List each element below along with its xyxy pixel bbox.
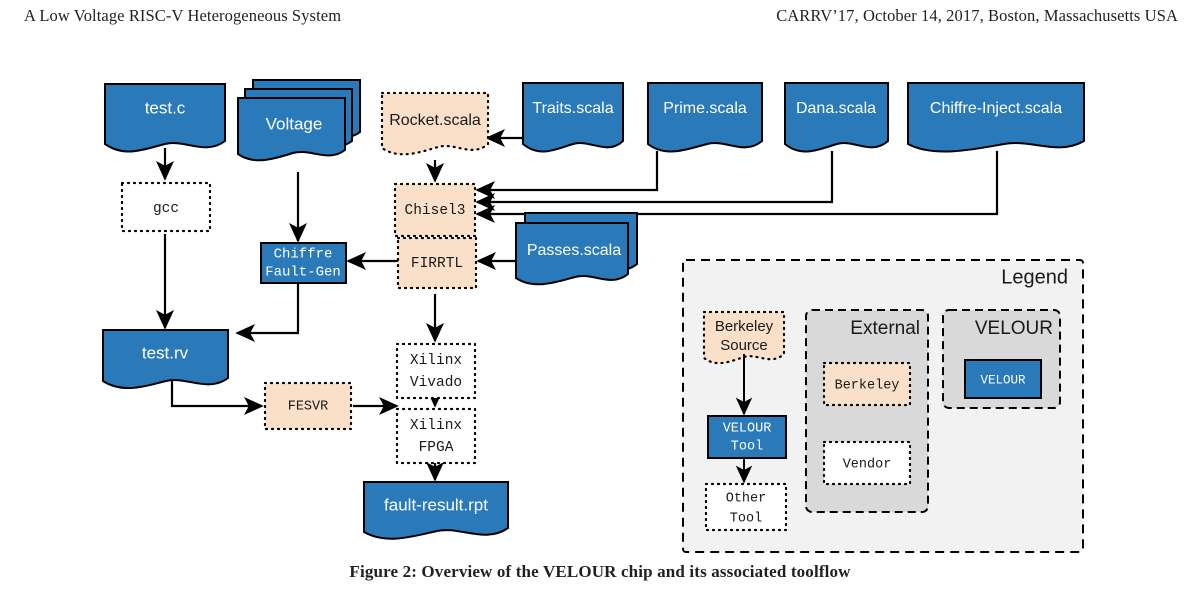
- legend-velour-chip-label: VELOUR: [980, 373, 1026, 387]
- fault-result-doc-shape: [363, 481, 509, 540]
- legend-other-tool-box: [704, 482, 788, 532]
- legend-velour-tool-box: [707, 415, 787, 459]
- edge-prime-to-chisel3: [475, 151, 659, 200]
- chiffre-inject-doc-shape: [907, 82, 1085, 153]
- legend-external-vendor-box: [822, 440, 912, 486]
- legend-velour-chip-box: [964, 359, 1042, 399]
- legend-velour-group: VELOUR VELOUR: [942, 309, 1061, 409]
- dana-scala-label: Dana.scala: [796, 100, 876, 117]
- node-xilinx-fpga[interactable]: Xilinx FPGA: [395, 407, 477, 465]
- legend-panel: Legend Berkeley Source VELOUR Tool Other…: [682, 259, 1084, 553]
- node-passes-scala[interactable]: Passes.scala: [515, 212, 638, 286]
- xilinx-fpga-box: [395, 407, 477, 465]
- xilinx-fpga-label-line2: FPGA: [419, 440, 454, 456]
- gcc-label: gcc: [153, 201, 179, 217]
- node-xilinx-vivado[interactable]: Xilinx Vivado: [395, 342, 477, 400]
- chiffre-fault-gen-label-line2: Fault-Gen: [265, 265, 341, 281]
- legend-velour-tool-label-line2: Tool: [731, 440, 763, 455]
- prime-scala-doc-shape: [647, 82, 763, 153]
- legend-external-berkeley-label: Berkeley: [835, 379, 900, 394]
- xilinx-vivado-label-line1: Xilinx: [410, 353, 463, 369]
- chiffre-fault-gen-box: [260, 242, 347, 284]
- legend-external-vendor-label: Vendor: [843, 458, 892, 473]
- legend-external-title: External: [850, 318, 920, 339]
- legend-external-group: External Berkeley Vendor: [805, 309, 929, 513]
- node-firrtl[interactable]: FIRRTL: [396, 236, 478, 290]
- legend-title: Legend: [1001, 266, 1068, 288]
- node-fault-result[interactable]: fault-result.rpt: [363, 481, 509, 540]
- toolflow-diagram: test.c Voltage Rocket.scala Traits.scala…: [0, 38, 1200, 558]
- node-traits-scala[interactable]: Traits.scala: [522, 82, 624, 153]
- test-rv-label: test.rv: [142, 343, 189, 362]
- legend-flow-example: Berkeley Source VELOUR Tool Other Tool: [702, 310, 788, 532]
- firrtl-box: [396, 236, 478, 290]
- node-gcc[interactable]: gcc: [120, 181, 212, 233]
- node-voltage[interactable]: Voltage: [237, 79, 361, 162]
- voltage-label: Voltage: [266, 114, 323, 133]
- node-rocket-scala[interactable]: Rocket.scala: [380, 91, 490, 156]
- chiffre-inject-label: Chiffre-Inject.scala: [930, 100, 1062, 117]
- diagram-edges: [155, 128, 999, 482]
- voltage-doc-shape-front: [237, 97, 346, 162]
- edge-chiffreinject-to-chisel3: [475, 151, 999, 224]
- chiffre-fault-gen-label-line1: Chiffre: [274, 247, 333, 263]
- legend-other-tool-label-line2: Tool: [730, 512, 762, 527]
- node-test-rv[interactable]: test.rv: [102, 329, 229, 389]
- edge-dana-to-chisel3: [475, 151, 834, 212]
- test-c-label: test.c: [145, 98, 186, 117]
- xilinx-vivado-label-line2: Vivado: [410, 375, 462, 391]
- fesvr-label: FESVR: [288, 400, 329, 415]
- traits-scala-label: Traits.scala: [532, 100, 613, 117]
- chisel3-box: [393, 182, 477, 238]
- node-fesvr[interactable]: FESVR: [263, 381, 353, 431]
- header-left-running-title: A Low Voltage RISC-V Heterogeneous Syste…: [24, 6, 342, 25]
- xilinx-fpga-label-line1: Xilinx: [410, 418, 463, 434]
- legend-velour-title: VELOUR: [975, 318, 1053, 339]
- gcc-box: [120, 181, 212, 233]
- prime-scala-label: Prime.scala: [663, 100, 747, 117]
- rocket-scala-label: Rocket.scala: [389, 112, 481, 129]
- passes-scala-label: Passes.scala: [527, 242, 621, 259]
- node-chisel3[interactable]: Chisel3: [393, 182, 477, 238]
- edge-testrv-to-fesvr: [170, 381, 264, 416]
- test-rv-doc-shape: [102, 329, 229, 389]
- figure-caption: Figure 2: Overview of the VELOUR chip an…: [349, 562, 851, 581]
- dana-scala-doc-shape: [784, 82, 889, 153]
- node-chiffre-fault-gen[interactable]: Chiffre Fault-Gen: [260, 242, 347, 284]
- test-c-doc-shape: [104, 83, 226, 153]
- edge-chiffre-to-testrv: [235, 281, 300, 343]
- node-prime-scala[interactable]: Prime.scala: [647, 82, 763, 153]
- fesvr-box: [263, 381, 353, 431]
- legend-other-tool-label-line1: Other: [726, 492, 767, 507]
- xilinx-vivado-box: [395, 342, 477, 400]
- fault-result-label: fault-result.rpt: [384, 495, 488, 514]
- node-test-c[interactable]: test.c: [104, 83, 226, 153]
- legend-berkeley-source-label-line2: Source: [720, 337, 768, 354]
- firrtl-label: FIRRTL: [411, 256, 463, 272]
- node-chiffre-inject-scala[interactable]: Chiffre-Inject.scala: [907, 82, 1085, 153]
- chisel3-label: Chisel3: [405, 203, 466, 219]
- legend-velour-tool-label-line1: VELOUR: [723, 422, 772, 437]
- passes-scala-doc-shape-front: [515, 222, 629, 286]
- legend-berkeley-source-label-line1: Berkeley: [715, 318, 774, 335]
- header-right-conference-info: CARRV’17, October 14, 2017, Boston, Mass…: [776, 6, 1178, 25]
- legend-external-berkeley-box: [822, 361, 912, 407]
- node-dana-scala[interactable]: Dana.scala: [784, 82, 889, 153]
- rocket-scala-doc-shape: [380, 91, 490, 156]
- traits-scala-doc-shape: [522, 82, 624, 153]
